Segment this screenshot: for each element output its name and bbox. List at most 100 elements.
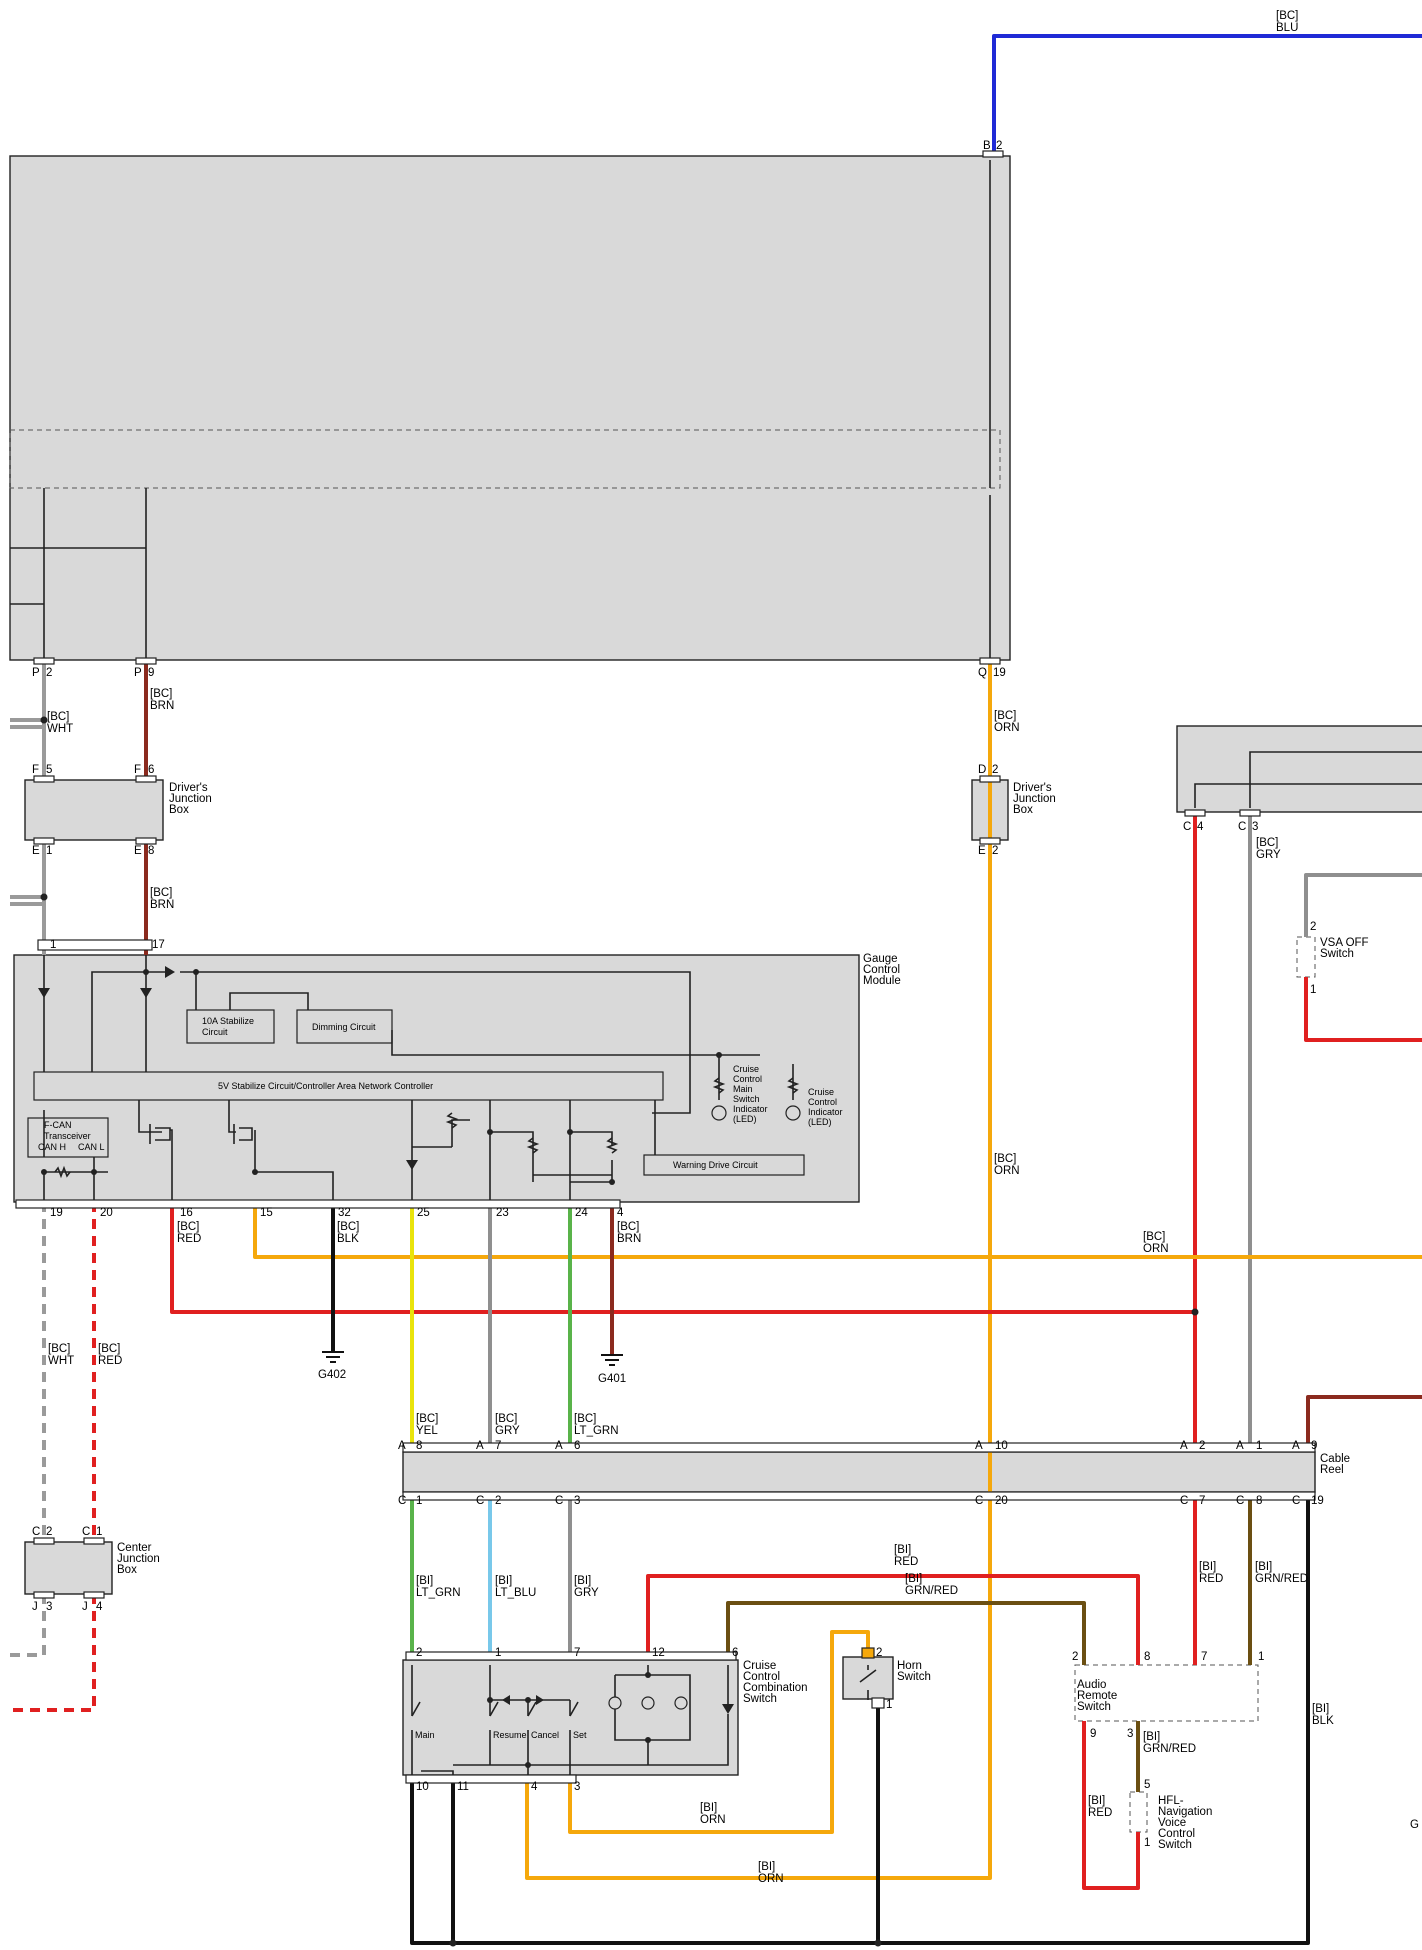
svg-text:C: C (1292, 1495, 1300, 1507)
svg-text:15: 15 (260, 1207, 273, 1219)
svg-text:G402: G402 (318, 1369, 346, 1381)
conn-cr-a9-pin: 9 (1311, 1440, 1317, 1452)
svg-text:7: 7 (1199, 1495, 1205, 1507)
svg-text:10A Stabilize: 10A Stabilize (202, 1016, 254, 1026)
svg-text:[BC]: [BC] (47, 711, 69, 723)
gcm-name-1: Gauge (863, 953, 898, 965)
svg-text:LT_BLU: LT_BLU (495, 1587, 536, 1599)
svg-text:RED: RED (177, 1233, 201, 1245)
cable-reel (402, 1451, 1316, 1493)
upper-unit-internal-wires (10, 160, 991, 660)
svg-text:[BC]: [BC] (1256, 837, 1278, 849)
svg-text:GRY: GRY (574, 1587, 599, 1599)
svg-text:19: 19 (1311, 1495, 1324, 1507)
cruise-name-1: Cruise (743, 1660, 776, 1672)
sw-main-label: Main (415, 1730, 435, 1740)
conn-cr-c19-letter: C (1292, 1495, 1300, 1507)
svg-text:Audio: Audio (1077, 1679, 1106, 1691)
vsa-name-2: Switch (1320, 948, 1354, 960)
svg-text:Dimming Circuit: Dimming Circuit (312, 1022, 376, 1032)
fcan-transceiver-block (27, 1117, 109, 1158)
conn-cr-c20-pin: 20 (995, 1495, 1008, 1507)
main-led-label-1: Cruise (733, 1064, 759, 1074)
warning-label: Warning Drive Circuit (673, 1160, 758, 1170)
can-controller-label: 5V Stabilize Circuit/Controller Area Net… (218, 1081, 433, 1091)
svg-text:2: 2 (992, 764, 998, 776)
svg-text:BRN: BRN (150, 700, 174, 712)
svg-text:4: 4 (617, 1207, 624, 1219)
svg-text:Q: Q (978, 667, 987, 679)
wire-label-orn-horiz-2: ORN (1143, 1243, 1169, 1255)
svg-text:C: C (975, 1495, 983, 1507)
horn-name-1: Horn (897, 1660, 922, 1672)
svg-text:Cable: Cable (1320, 1453, 1350, 1465)
svg-text:ORN: ORN (994, 722, 1020, 734)
svg-text:F-CAN: F-CAN (44, 1120, 72, 1130)
main-led-label-5: Indicator (733, 1104, 768, 1114)
wire-label-gcm4-brn-2: BRN (617, 1233, 641, 1245)
svg-text:Main: Main (415, 1730, 435, 1740)
conn-cr-a8-pin: 8 (416, 1440, 422, 1452)
audio-remote-switch (1074, 1664, 1259, 1722)
svg-text:12: 12 (652, 1647, 665, 1659)
svg-text:8: 8 (1256, 1495, 1262, 1507)
svg-text:10: 10 (995, 1440, 1008, 1452)
conn-q19-letter: Q (978, 667, 987, 679)
conn-c4-letter: C (1183, 821, 1191, 833)
svg-text:Box: Box (117, 1564, 137, 1576)
svg-text:2: 2 (416, 1647, 422, 1659)
svg-text:[BC]: [BC] (48, 1343, 70, 1355)
svg-text:Main: Main (733, 1084, 753, 1094)
svg-text:[BI]: [BI] (905, 1573, 922, 1585)
svg-text:1: 1 (1256, 1440, 1262, 1452)
svg-text:Switch: Switch (1320, 948, 1354, 960)
conn-gcm-32: 32 (338, 1207, 351, 1219)
wire-label-q19-orn-2: ORN (994, 722, 1020, 734)
svg-text:5V Stabilize Circuit/Controlle: 5V Stabilize Circuit/Controller Area Net… (218, 1081, 433, 1091)
conn-gcm-19: 19 (50, 1207, 63, 1219)
svg-text:[BC]: [BC] (574, 1413, 596, 1425)
svg-text:ORN: ORN (994, 1165, 1020, 1177)
svg-text:9: 9 (1090, 1728, 1096, 1740)
svg-text:Control: Control (1158, 1828, 1195, 1840)
svg-text:19: 19 (993, 667, 1006, 679)
can-l-label: CAN L (78, 1142, 105, 1152)
wire-red-gcm16 (170, 1202, 1195, 1314)
svg-text:[BC]: [BC] (337, 1221, 359, 1233)
svg-text:Cruise: Cruise (743, 1660, 776, 1672)
svg-text:BLU: BLU (1276, 22, 1298, 34)
conn-cjb-c1-pin: 1 (96, 1526, 102, 1538)
svg-text:1: 1 (50, 939, 56, 951)
gcm-name-2: Control (863, 964, 900, 976)
gcm-junction-dots (41, 969, 722, 1185)
gcm-name-3: Module (863, 975, 901, 987)
svg-text:C: C (1180, 1495, 1188, 1507)
hfl-name-1: HFL- (1158, 1795, 1184, 1807)
svg-text:RED: RED (98, 1355, 122, 1367)
wire-label-red-hfl-1: [BI] (1088, 1795, 1105, 1807)
conn-c4-pin: 4 (1197, 821, 1204, 833)
dimming-circuit-block (296, 1009, 393, 1044)
conn-p9-pin: 9 (148, 667, 154, 679)
svg-text:[BI]: [BI] (1312, 1703, 1329, 1715)
ground-g402-icon (322, 1351, 344, 1363)
conn-ccs-3: 3 (574, 1781, 580, 1793)
svg-text:19: 19 (50, 1207, 63, 1219)
cruise-main-led-icon (711, 1105, 727, 1121)
svg-text:Remote: Remote (1077, 1690, 1117, 1702)
svg-text:7: 7 (574, 1647, 580, 1659)
wire-label-texts: [BC] BLU [BC] BRN [BC] WHT [BC] BRN [BC]… (47, 10, 1334, 1885)
wire-label-q19-orn-1: [BC] (994, 710, 1016, 722)
cc-led-label-4: (LED) (808, 1117, 832, 1127)
svg-text:1: 1 (1258, 1651, 1264, 1663)
conn-e8-pin: 8 (148, 845, 154, 857)
gcm-diode-3 (165, 966, 175, 978)
main-led-label-6: (LED) (733, 1114, 757, 1124)
conn-c3-pin: 3 (1252, 821, 1258, 833)
conn-cr-c8-pin: 8 (1256, 1495, 1262, 1507)
wire-blk-bi (410, 1492, 1310, 1945)
svg-text:Switch: Switch (733, 1094, 760, 1104)
wire-can-red (10, 1202, 96, 1712)
conn-ars-2: 2 (1072, 1651, 1078, 1663)
conn-cr-a8-letter: A (398, 1440, 406, 1452)
